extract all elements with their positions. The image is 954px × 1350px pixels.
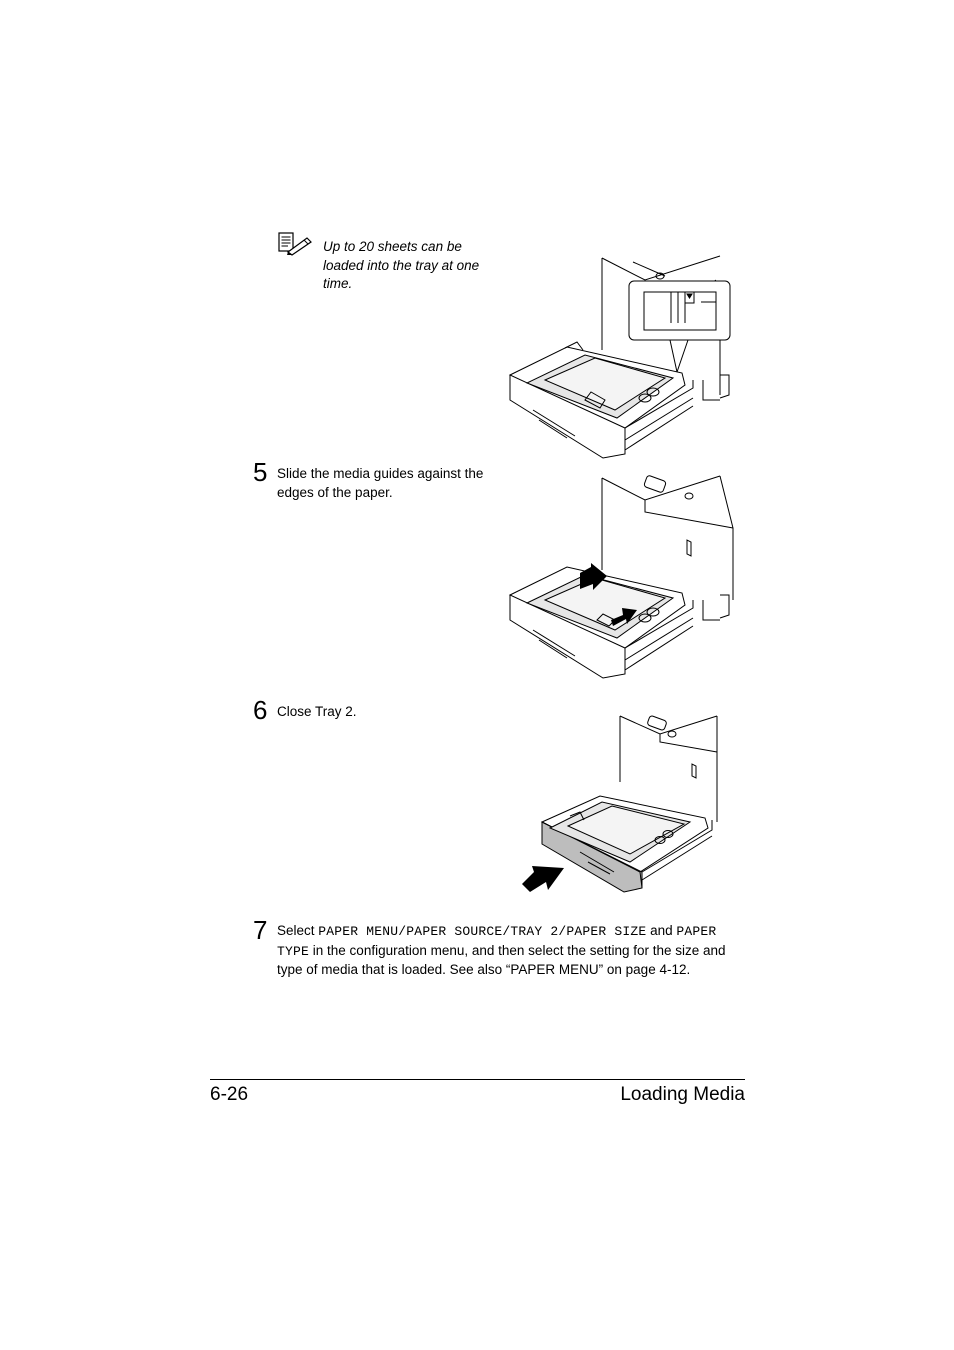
step-text: Close Tray 2. <box>277 704 357 719</box>
step-number: 7 <box>253 915 268 945</box>
step-text: Slide the media guides against the edges… <box>277 466 484 500</box>
section-title: Loading Media <box>620 1084 745 1105</box>
and-word: and <box>650 923 673 938</box>
close-tray-illustration <box>520 712 735 897</box>
menu-path: PAPER MENU/PAPER SOURCE/TRAY 2/PAPER SIZ… <box>318 924 647 939</box>
step-text: Select PAPER MENU/PAPER SOURCE/TRAY 2/PA… <box>277 922 747 980</box>
note-pencil-icon <box>278 232 314 256</box>
note-text: Up to 20 sheets can be loaded into the t… <box>323 239 480 291</box>
step-number: 5 <box>253 457 268 487</box>
tray-paper-limit-illustration <box>505 250 740 460</box>
push-arrow-icon <box>580 563 607 590</box>
page-number: 6-26 <box>210 1084 249 1105</box>
menu-item: PAPER TYPE <box>277 924 717 959</box>
push-arrow-icon <box>611 608 637 626</box>
step-text-rest: in the configuration menu, and then sele… <box>277 942 726 978</box>
select-word: Select <box>277 923 315 938</box>
slide-media-guides-illustration <box>505 470 740 680</box>
footer-rule <box>210 1079 745 1080</box>
step-number: 6 <box>253 695 268 725</box>
push-arrow-icon <box>522 866 564 892</box>
